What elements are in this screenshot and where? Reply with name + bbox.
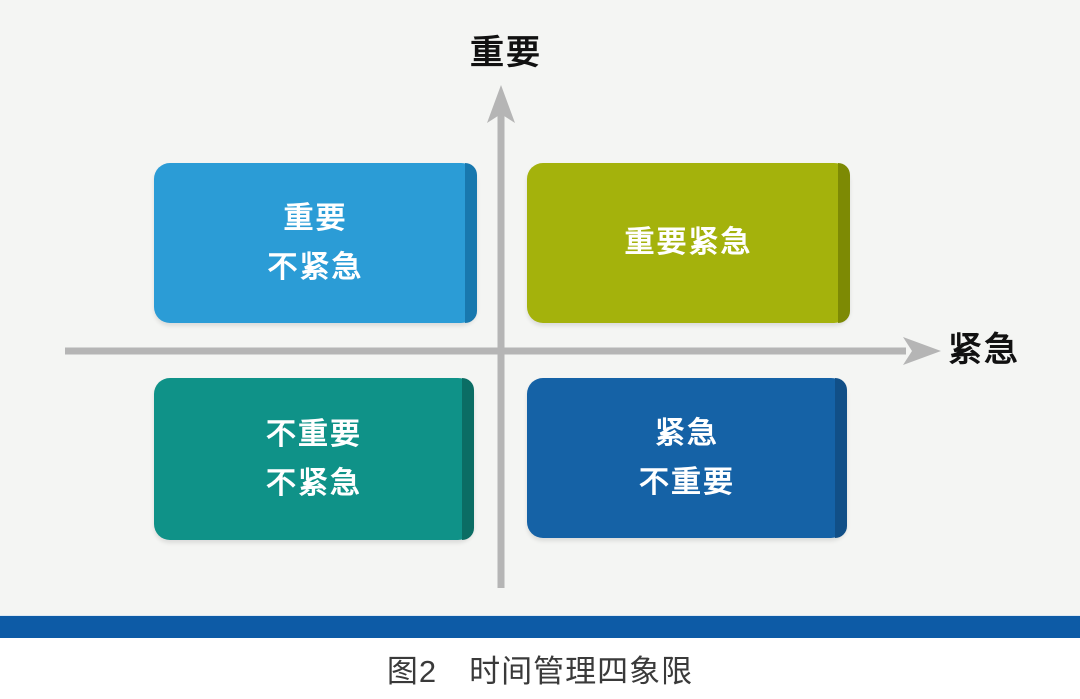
caption-area: 图2 时间管理四象限 <box>0 638 1080 699</box>
quadrant-label: 不重要 不紧急 <box>266 417 362 501</box>
quadrant-urgent-not-important: 紧急 不重要 <box>527 378 847 538</box>
arrow-up-icon <box>487 85 515 123</box>
figure-caption: 图2 时间管理四象限 <box>386 654 694 689</box>
quadrant-important-urgent: 重要紧急 <box>527 163 850 323</box>
arrow-right-icon <box>903 337 941 365</box>
vertical-axis-label: 重要 <box>470 34 542 72</box>
quadrant-label: 重要紧急 <box>624 226 753 260</box>
horizontal-axis-label: 紧急 <box>948 331 1020 369</box>
quadrant-label: 重要 不紧急 <box>267 201 364 285</box>
quadrant-label: 紧急 不重要 <box>639 416 735 500</box>
footer-divider-bar <box>0 615 1080 638</box>
quadrant-important-not-urgent: 重要 不紧急 <box>154 163 477 323</box>
quadrant-diagram: 重要 紧急 重要 不紧急 重要紧急 不重要 不紧急 紧急 不重要 <box>0 0 1080 615</box>
quadrant-not-important-not-urgent: 不重要 不紧急 <box>154 378 474 540</box>
